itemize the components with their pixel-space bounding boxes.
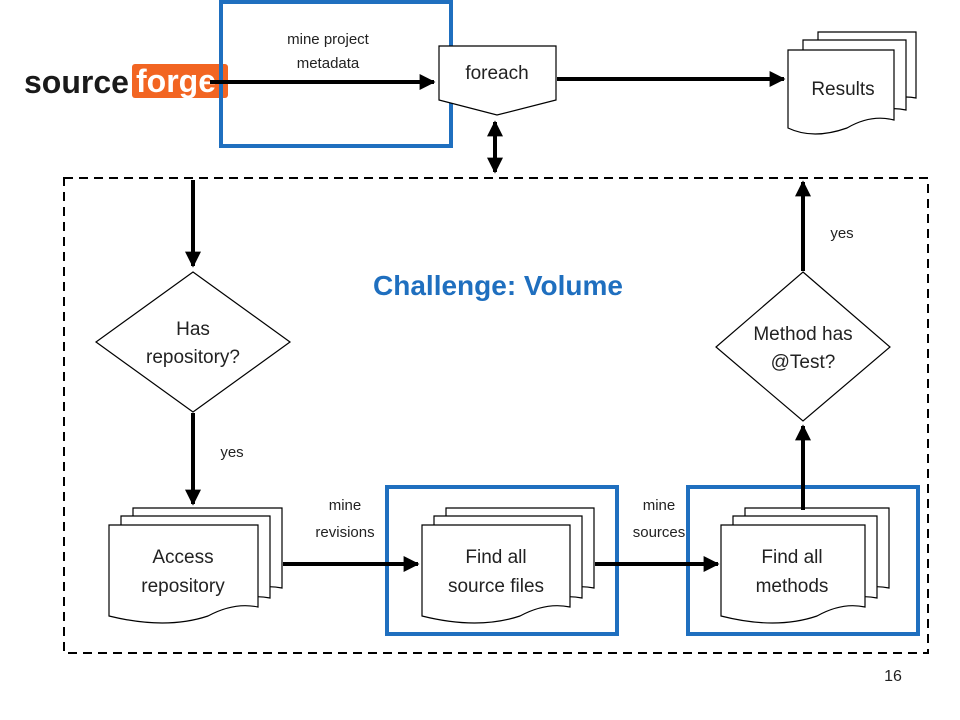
mine-metadata-label-2: metadata [297,55,360,72]
results-node [787,31,917,135]
access-repository-label-2: repository [141,576,225,597]
slide-title: Challenge: Volume [373,270,623,301]
find-methods-node [720,507,890,624]
has-repository-label-2: repository? [146,347,240,368]
highlight-box-source-files [385,485,619,636]
find-methods-label-1: Find all [761,547,822,568]
has-repository-node [94,271,292,413]
mine-metadata-label-1: mine project [287,31,370,48]
has-repository-label-1: Has [176,319,210,340]
yes-left-label: yes [220,444,243,461]
logo-source-text: source [24,64,129,100]
method-has-test-label-1: Method has [753,324,852,345]
foreach-label: foreach [465,63,528,84]
access-repository-node [108,507,283,624]
logo-forge-badge [132,64,228,98]
highlight-box-metadata [219,0,453,148]
method-has-test-label-2: @Test? [771,352,836,373]
page-number: 16 [884,668,902,685]
find-methods-label-2: methods [756,576,829,597]
sourceforge-logo: source forge [24,63,228,100]
logo-forge-text: forge [136,63,216,99]
yes-right-label: yes [830,225,853,242]
mine-revisions-label-1: mine [329,497,362,514]
find-source-files-label-1: Find all [465,547,526,568]
mine-sources-label-2: sources [633,524,686,541]
method-has-test-node [715,271,891,422]
find-source-files-label-2: source files [448,576,544,597]
mine-revisions-label-2: revisions [315,524,374,541]
volume-boundary [63,177,929,654]
access-repository-label-1: Access [152,547,213,568]
find-source-files-node [421,507,595,624]
foreach-node [438,45,557,116]
results-label: Results [811,79,874,100]
mine-sources-label-1: mine [643,497,676,514]
